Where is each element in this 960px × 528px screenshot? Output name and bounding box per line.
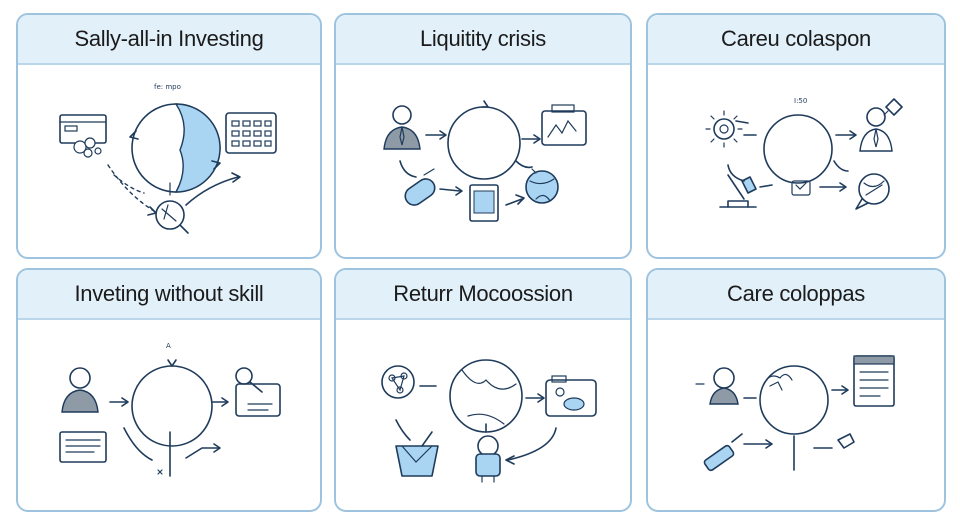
panel-liquidity-crisis: Liquitity crisis — [334, 13, 632, 259]
panel-annotation: A — [166, 342, 171, 350]
speech-globe-icon — [855, 173, 890, 210]
arrow-head — [765, 439, 773, 449]
syringe-icon — [703, 433, 743, 472]
puzzle-icon — [791, 180, 811, 196]
flow-diagram: A — [59, 342, 281, 477]
flow-arrow — [185, 447, 219, 459]
panel-return-recession: Returr Mocoossion — [334, 268, 632, 512]
arrow-head — [147, 206, 157, 216]
panel-body — [648, 320, 944, 510]
flow-arrow — [107, 164, 155, 212]
panel-body: A — [18, 320, 320, 510]
flow-arrow — [833, 160, 849, 172]
sketch-cloud-icon — [763, 373, 793, 391]
panel-all-in-investing: Sally-all-in Investing fe: mpo — [16, 13, 322, 259]
cycle-ring-icon — [129, 103, 221, 193]
arrow-head — [455, 186, 463, 196]
arrow-head — [439, 130, 447, 140]
panel-header: Returr Mocoossion — [336, 270, 630, 320]
flow-diagram — [383, 100, 587, 222]
cycle-ring-icon — [759, 365, 829, 435]
flow-arrow — [185, 176, 239, 206]
search-chart-icon — [235, 367, 281, 417]
panel-body — [336, 320, 630, 510]
panel-body: fe: mpo — [18, 65, 320, 257]
person-profile-icon — [695, 367, 739, 405]
idea-burst-icon — [705, 110, 749, 148]
arrow-head — [213, 443, 221, 453]
flow-arrow — [395, 419, 411, 441]
panel-career-collapse-2: Care coloppas — [646, 268, 946, 512]
flow-arrow — [727, 164, 745, 182]
world-globe-icon — [449, 359, 523, 433]
flow-diagram — [381, 359, 597, 483]
flow-arrow — [399, 160, 417, 178]
businessman-icon — [383, 105, 421, 150]
arrow-head — [505, 455, 515, 465]
arrow-head — [481, 100, 489, 108]
flow-arrow — [439, 188, 461, 192]
small-mark — [157, 469, 163, 475]
arrow-head — [167, 359, 177, 367]
capsule-icon — [404, 168, 436, 206]
flow-arrow — [515, 160, 533, 169]
user-avatar-icon — [61, 367, 99, 413]
arrow-head — [839, 182, 847, 192]
arrow-head — [537, 393, 545, 403]
flow-arrow — [113, 174, 145, 194]
photo-chat-icon — [545, 375, 597, 417]
panel-title: Inveting without skill — [74, 281, 264, 306]
flow-arrow — [505, 198, 523, 206]
pen-icon — [837, 433, 855, 449]
globe-icon — [525, 168, 559, 204]
panel-header: Inveting without skill — [18, 270, 320, 320]
chart-board-icon — [541, 104, 587, 146]
basket-icon — [395, 431, 439, 477]
arrow-head — [849, 130, 857, 140]
arrow-head — [515, 194, 525, 205]
panel-annotation: fe: mpo — [154, 83, 181, 91]
document-icon — [853, 355, 895, 407]
arrow-head — [221, 397, 229, 407]
panel-title: Careu colaspon — [721, 26, 871, 51]
magnifier-icon — [155, 200, 189, 234]
flow-arrow — [123, 427, 153, 461]
panel-investing-without-skill: Inveting without skill A — [16, 268, 322, 512]
person-flag-icon — [859, 98, 903, 152]
panel-annotation: I:50 — [794, 97, 807, 105]
robot-icon — [475, 435, 501, 483]
panel-body: I:50 — [648, 65, 944, 257]
panel-title: Liquitity crisis — [419, 26, 546, 51]
panel-header: Liquitity crisis — [336, 15, 630, 65]
flow-arrow — [759, 184, 773, 188]
panel-title: Returr Mocoossion — [393, 281, 573, 306]
arrow-head — [533, 134, 541, 144]
document-screen-icon — [59, 431, 107, 463]
network-icon — [381, 365, 415, 399]
panel-header: Care coloppas — [648, 270, 944, 320]
panel-header: Sally-all-in Investing — [18, 15, 320, 65]
panel-title: Sally-all-in Investing — [74, 26, 264, 51]
calendar-grid-icon — [225, 112, 277, 154]
flow-diagram — [695, 355, 895, 472]
panel-career-collapse: Careu colaspon I:50 — [646, 13, 946, 259]
flow-arrow — [507, 427, 557, 461]
cycle-ring-icon — [131, 365, 213, 447]
cycle-ring-icon — [763, 114, 833, 184]
panel-header: Careu colaspon — [648, 15, 944, 65]
arrow-head — [231, 172, 241, 183]
flow-diagram: fe: mpo — [59, 83, 277, 234]
arrow-head — [841, 385, 849, 395]
flow-diagram: I:50 — [705, 97, 903, 210]
tablet-icon — [469, 184, 499, 222]
microscope-icon — [719, 174, 757, 208]
panel-body — [336, 65, 630, 257]
panel-title: Care coloppas — [727, 281, 865, 306]
cycle-ring-icon — [447, 106, 521, 180]
report-chart-icon — [59, 114, 107, 158]
arrow-head — [121, 397, 129, 407]
